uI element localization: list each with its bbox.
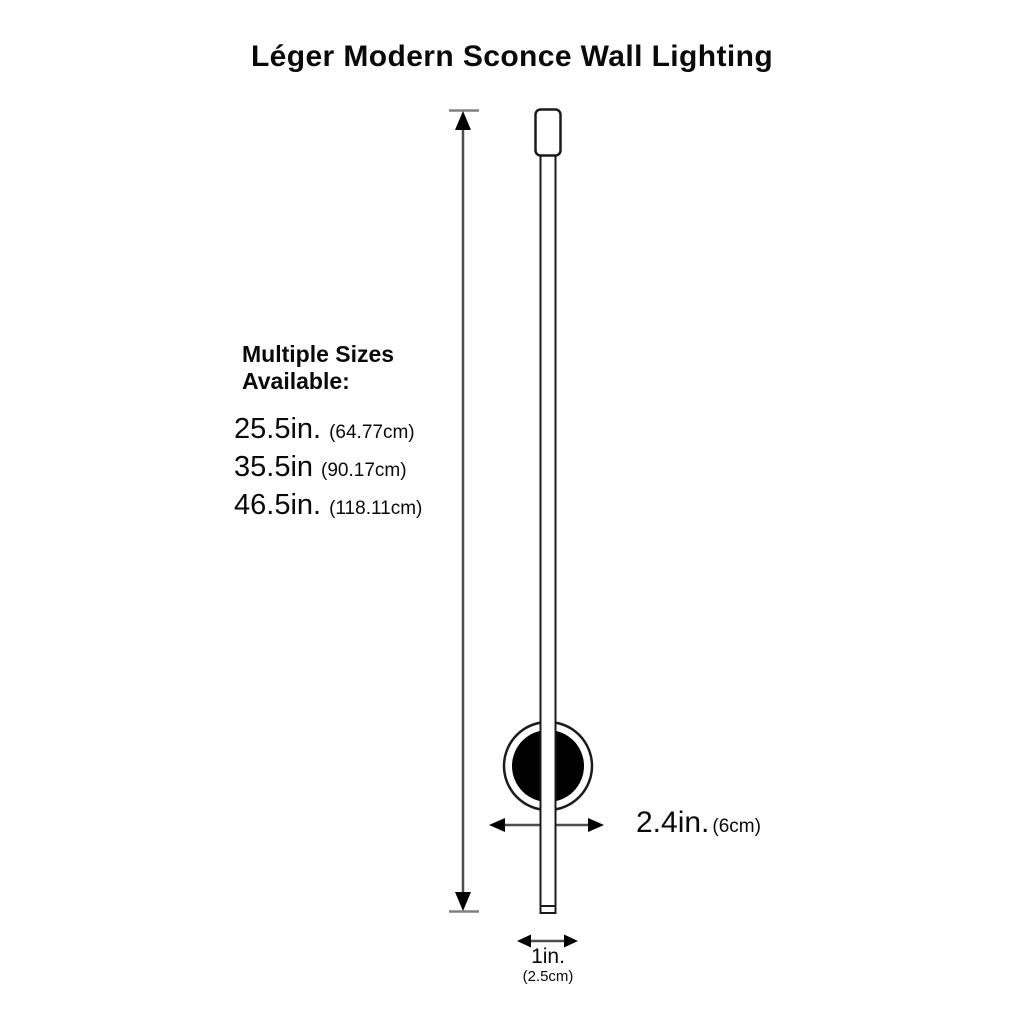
size-inches: 35.5in: [234, 451, 314, 483]
size-inches: 25.5in.: [234, 413, 322, 445]
sconce-top-cap: [534, 108, 562, 157]
sizes-heading-line2: Available:: [242, 368, 350, 394]
size-centimeters: (64.77cm): [329, 422, 415, 443]
rod-width-label: 1in. (2.5cm): [488, 945, 608, 986]
mount-width-arrowhead-left-icon: [489, 818, 505, 832]
size-options-list: 25.5in. (64.77cm) 35.5in (90.17cm) 46.5i…: [234, 410, 422, 524]
sconce-rod: [539, 111, 557, 914]
mount-width-inches: 2.4in.: [636, 806, 710, 839]
rod-width-arrowhead-left-icon: [517, 934, 531, 948]
sizes-block: Multiple Sizes Available: 25.5in. (64.77…: [234, 341, 422, 524]
rod-width-inches: 1in.: [531, 945, 565, 968]
height-arrowhead-down-icon: [455, 892, 471, 911]
mount-width-arrowhead-right-icon: [588, 818, 604, 832]
rod-width-centimeters: (2.5cm): [522, 968, 574, 985]
size-option-row: 25.5in. (64.77cm): [234, 410, 422, 448]
page-title: Léger Modern Sconce Wall Lighting: [250, 40, 774, 73]
size-option-row: 46.5in. (118.11cm): [234, 486, 422, 524]
size-option-row: 35.5in (90.17cm): [234, 448, 422, 486]
size-inches: 46.5in.: [234, 489, 322, 521]
sizes-heading: Multiple Sizes Available:: [234, 341, 422, 395]
sizes-heading-line1: Multiple Sizes: [242, 341, 395, 367]
mount-width-label: 2.4in. (6cm): [636, 806, 761, 840]
size-centimeters: (90.17cm): [321, 460, 407, 481]
mount-width-centimeters: (6cm): [712, 816, 761, 837]
rod-width-arrowhead-right-icon: [564, 934, 578, 948]
size-centimeters: (118.11cm): [329, 498, 423, 519]
height-arrowhead-up-icon: [455, 111, 471, 130]
